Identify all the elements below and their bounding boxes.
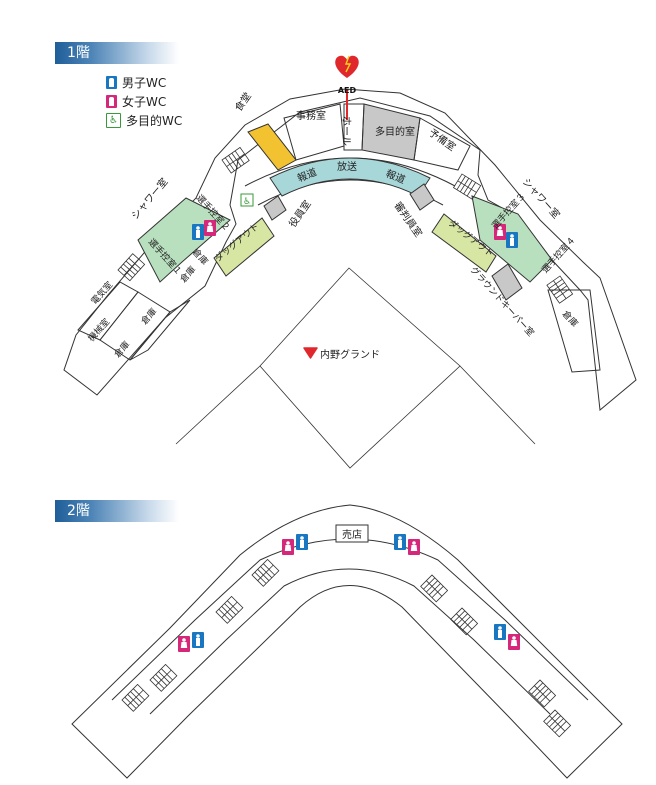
legend-male-label: 男子WC [122,76,167,90]
legend-accessible-label: 多目的WC [126,114,183,128]
floor-2-badge: 2階 [55,500,179,522]
female-wc-icon [408,539,420,555]
label-shokudo: 食堂 [232,90,254,114]
label-hall: ホール [340,116,352,146]
label-soko-right: 倉庫 [560,308,581,329]
female-wc-icon [178,636,190,652]
label-tamokuteki: 多目的室 [375,125,415,138]
accessible-wc-icon: ♿ [240,193,254,207]
legend-female-label: 女子WC [122,95,167,109]
dugout-right-area [431,213,497,273]
male-wc-icon [192,224,204,240]
male-wc-icon [506,232,518,248]
floor-1-badge: 1階 [55,42,179,64]
male-wc-icon [394,534,406,550]
dugout-left-area [213,217,275,277]
legend-male-row: 男子WC [106,74,182,91]
label-yakuin: 役員室 [286,198,314,230]
floor-2-outline [71,504,623,779]
label-baiten: 売店 [342,528,362,541]
infield-diamond [259,267,461,469]
label-shower-left: シャワー室 [128,175,170,222]
label-hoso: 放送 [337,160,357,173]
legend-accessible-row: ♿ 多目的WC [106,112,182,129]
male-wc-icon [106,76,117,89]
male-wc-icon [192,632,204,648]
male-wc-icon [296,534,308,550]
svg-text:♿: ♿ [243,197,251,207]
label-soko-c: 倉庫 [138,306,159,327]
female-wc-icon [282,539,294,555]
legend-female-row: 女子WC [106,93,182,110]
label-ground: 内野グランド [320,348,380,361]
male-wc-icon [494,624,506,640]
location-marker-icon [303,347,318,359]
floor-1-map [63,88,637,469]
label-jimushitsu: 事務室 [296,109,326,122]
floor-1-outline [63,88,637,411]
wc-legend: 男子WC 女子WC ♿ 多目的WC [106,74,182,131]
female-wc-icon [508,634,520,650]
floor-2-map [71,504,623,779]
aed-icon [335,55,359,78]
aed-label: AED [338,86,357,95]
locker-room-left [137,197,231,283]
accessible-wc-icon: ♿ [106,113,121,128]
female-wc-icon [106,95,117,108]
